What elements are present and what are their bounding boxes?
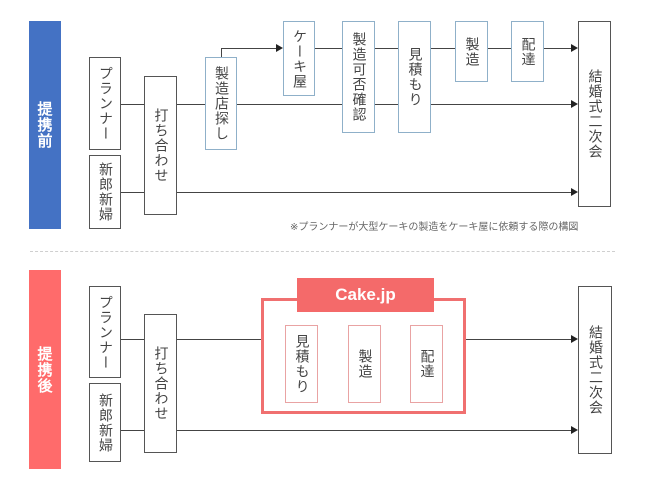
- arrow-head-icon: [571, 44, 578, 52]
- node-estimate: 見積もり: [398, 21, 431, 133]
- arrow-head-icon: [571, 100, 578, 108]
- node-manufacture: 製造: [348, 325, 381, 403]
- node-find-maker: 製造店探し: [205, 57, 237, 150]
- connector: [544, 48, 571, 49]
- node-delivery: 配達: [410, 325, 443, 403]
- cakejp-label: Cake.jp: [297, 278, 434, 312]
- node-couple: 新郎新婦: [89, 383, 121, 462]
- node-event: 結婚式二次会: [578, 21, 611, 207]
- connector: [177, 192, 571, 193]
- connector: [221, 48, 222, 57]
- arrow-head-icon: [571, 188, 578, 196]
- connector: [121, 104, 144, 105]
- arrow-head-icon: [276, 44, 283, 52]
- node-meeting: 打ち合わせ: [144, 314, 177, 453]
- arrow-head-icon: [571, 335, 578, 343]
- connector: [177, 430, 571, 431]
- connector: [466, 339, 571, 340]
- node-cake-shop: ケーキ屋: [283, 21, 315, 96]
- connector: [177, 104, 205, 105]
- node-planner: プランナー: [89, 286, 121, 378]
- connector: [121, 339, 144, 340]
- node-delivery: 配達: [511, 21, 544, 82]
- arrow-head-icon: [571, 426, 578, 434]
- connector: [315, 48, 342, 49]
- node-couple: 新郎新婦: [89, 155, 121, 229]
- phase-label-before: 提携前: [29, 21, 61, 229]
- node-meeting: 打ち合わせ: [144, 76, 177, 215]
- connector: [431, 104, 571, 105]
- connector: [121, 192, 144, 193]
- node-event: 結婚式二次会: [578, 286, 612, 454]
- node-estimate: 見積もり: [285, 325, 318, 403]
- connector: [121, 430, 144, 431]
- diagram-note: ※プランナーが大型ケーキの製造をケーキ屋に依頼する際の構図: [290, 222, 579, 233]
- connector: [375, 104, 398, 105]
- connector: [488, 48, 511, 49]
- phase-label-after: 提携後: [29, 270, 61, 469]
- connector: [431, 48, 455, 49]
- connector: [237, 104, 342, 105]
- connector: [221, 48, 276, 49]
- node-feasibility-check: 製造可否確認: [342, 21, 375, 133]
- section-divider: [30, 251, 615, 252]
- connector: [177, 339, 261, 340]
- connector: [375, 48, 398, 49]
- node-manufacture: 製造: [455, 21, 488, 82]
- node-planner: プランナー: [89, 57, 121, 150]
